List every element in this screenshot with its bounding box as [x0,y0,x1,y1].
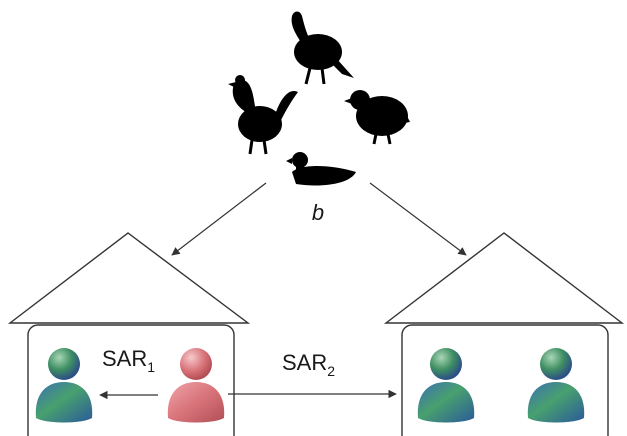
arrow-to-right-house [369,182,467,256]
turkey-icon [291,11,354,85]
quail-icon [344,90,410,145]
arrow-to-left-house [171,182,267,256]
sar2-label: SAR2 [282,350,335,379]
duck-icon [286,152,356,186]
rooster-icon [228,75,298,155]
sar1-label: SAR1 [102,346,155,375]
center-label: b [312,200,324,225]
